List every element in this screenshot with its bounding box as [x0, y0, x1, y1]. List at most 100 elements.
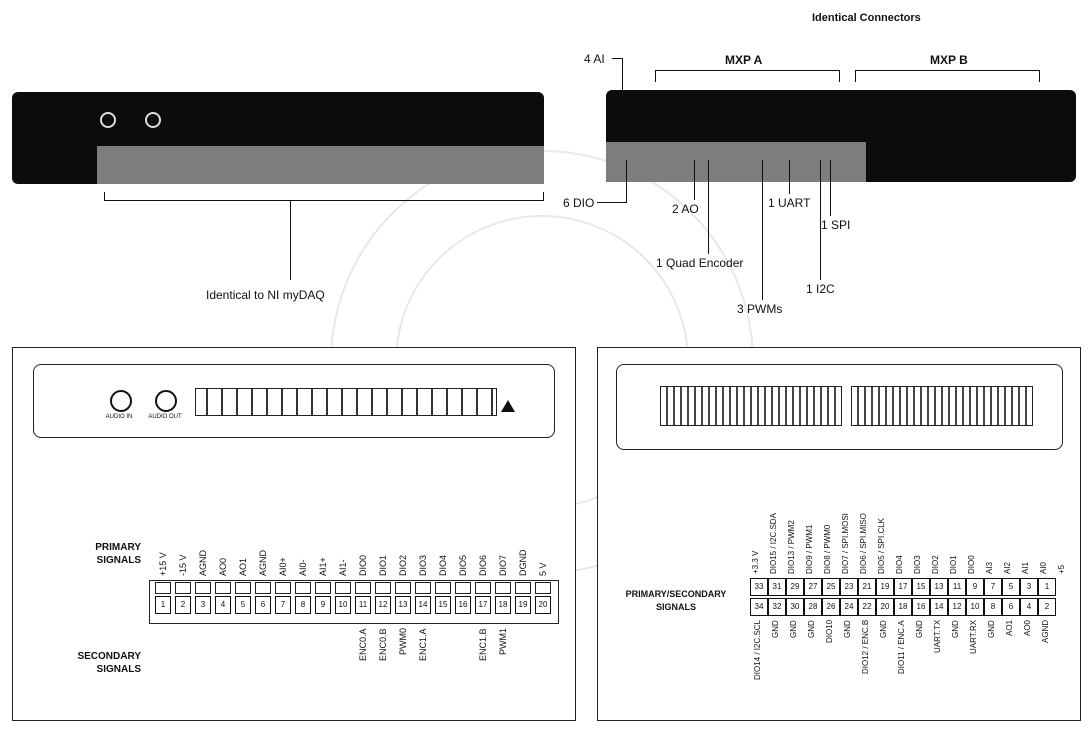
screw-terminal	[195, 582, 211, 594]
label-4-ai: 4 AI	[584, 52, 605, 66]
mxp-odd-pin: 13	[930, 578, 948, 596]
label-1-i2c: 1 I2C	[806, 282, 835, 296]
audio-in-jack-outline	[110, 390, 132, 412]
primary-signal-label: DIO0	[358, 518, 368, 576]
primary-signal-label: AO0	[218, 518, 228, 576]
screw-terminal	[295, 582, 311, 594]
mxp-bottom-signal-label: UART.RX	[969, 620, 978, 710]
pin-number: 9	[315, 596, 331, 614]
mxp-odd-pin: 27	[804, 578, 822, 596]
primary-signal-label: DIO3	[418, 518, 428, 576]
screw-terminal	[355, 582, 371, 594]
secondary-signal-label: PWM1	[498, 628, 508, 688]
screw-terminal	[495, 582, 511, 594]
label-6-dio: 6 DIO	[563, 196, 594, 210]
mxp-bottom-signal-label: DIO11 / ENC.A	[897, 620, 906, 710]
label-identical-mydaq: Identical to NI myDAQ	[206, 288, 325, 302]
primary-signal-label: DIO6	[478, 518, 488, 576]
audio-in-jack	[100, 112, 116, 128]
mxp-even-pin: 22	[858, 598, 876, 616]
pin-number: 15	[435, 596, 451, 614]
screw-terminal	[435, 582, 451, 594]
pin-number: 4	[215, 596, 231, 614]
screw-terminal	[515, 582, 531, 594]
pin-number: 11	[355, 596, 371, 614]
audio-out-jack	[145, 112, 161, 128]
primary-signal-label: AI0+	[278, 518, 288, 576]
mxp-odd-pin: 1	[1038, 578, 1056, 596]
mxp-top-signal-label: DIO15 / I2C.SDA	[769, 498, 778, 574]
pin-number: 19	[515, 596, 531, 614]
mxp-odd-pin: 19	[876, 578, 894, 596]
mxp-bottom-signal-label: UART.TX	[933, 620, 942, 710]
pin-number: 10	[335, 596, 351, 614]
mxp-odd-pin: 23	[840, 578, 858, 596]
screw-terminal	[475, 582, 491, 594]
mxp-even-pin: 14	[930, 598, 948, 616]
mxp-bottom-signal-label: DIO12 / ENC.B	[861, 620, 870, 710]
mxp-bottom-signal-label: GND	[771, 620, 780, 710]
pin-number: 1	[155, 596, 171, 614]
pin-number: 16	[455, 596, 471, 614]
mxp-bottom-signal-label: AGND	[1041, 620, 1050, 710]
pin-number: 8	[295, 596, 311, 614]
mxp-a-connector	[660, 386, 842, 426]
mxp-top-signal-label: DIO13 / PWM2	[787, 498, 796, 574]
mxp-even-pin: 8	[984, 598, 1002, 616]
pin-number: 2	[175, 596, 191, 614]
mxp-odd-pin: 9	[966, 578, 984, 596]
label-1-uart: 1 UART	[768, 196, 810, 210]
mxp-top-signal-label: DIO4	[895, 498, 904, 574]
mxp-odd-pin: 17	[894, 578, 912, 596]
mxp-top-signal-label: AI2	[1003, 498, 1012, 574]
primary-signal-label: AGND	[198, 518, 208, 576]
mxp-even-pin: 24	[840, 598, 858, 616]
primary-signal-label: AGND	[258, 518, 268, 576]
mydaq-bracket	[104, 200, 544, 201]
mxp-even-pin: 16	[912, 598, 930, 616]
mxp-even-pin: 12	[948, 598, 966, 616]
mxp-top-signal-label: DIO9 / PWM1	[805, 498, 814, 574]
mxp-odd-pin: 7	[984, 578, 1002, 596]
mxp-top-signal-label: DIO2	[931, 498, 940, 574]
label-mxp-a: MXP A	[725, 53, 762, 67]
mxp-b-connector	[851, 386, 1033, 426]
mxp-even-pin: 26	[822, 598, 840, 616]
mxp-bottom-signal-label: GND	[915, 620, 924, 710]
label-mxp-b: MXP B	[930, 53, 968, 67]
mxp-odd-pin: 5	[1002, 578, 1020, 596]
secondary-signal-label: ENC1.A	[418, 628, 428, 688]
mxp-even-pin: 30	[786, 598, 804, 616]
mxp-b-bracket	[855, 70, 1040, 71]
esd-warning-icon	[501, 400, 515, 412]
audio-out-jack-outline	[155, 390, 177, 412]
mxp-top-signal-label: +5	[1057, 498, 1066, 574]
screw-terminal	[415, 582, 431, 594]
mxp-top-signal-label: AI3	[985, 498, 994, 574]
mxp-even-pin: 20	[876, 598, 894, 616]
pin-number: 17	[475, 596, 491, 614]
screw-terminal	[215, 582, 231, 594]
pin-number: 13	[395, 596, 411, 614]
screw-terminal	[535, 582, 551, 594]
screw-terminal	[455, 582, 471, 594]
screw-terminal	[335, 582, 351, 594]
primary-signal-label: AI1-	[338, 518, 348, 576]
label-1-quad-encoder: 1 Quad Encoder	[656, 256, 743, 270]
primary-signal-label: AI0-	[298, 518, 308, 576]
mxp-top-signal-label: DIO5 / SPI.CLK	[877, 498, 886, 574]
primary-signal-label: +15 V	[158, 518, 168, 576]
mxp-top-signal-label: DIO6 / SPI.MISO	[859, 498, 868, 574]
mxp-bottom-signal-label: GND	[807, 620, 816, 710]
mxp-top-signal-label: +3.3 V	[751, 498, 760, 574]
screw-terminal	[175, 582, 191, 594]
mxp-odd-pin: 33	[750, 578, 768, 596]
label-audio-out: AUDIO OUT	[145, 414, 185, 420]
screw-terminal	[315, 582, 331, 594]
pin-number: 7	[275, 596, 291, 614]
mxp-bottom-signal-label: GND	[843, 620, 852, 710]
mxp-odd-pin: 11	[948, 578, 966, 596]
mxp-top-signal-label: DIO7 / SPI.MOSI	[841, 498, 850, 574]
